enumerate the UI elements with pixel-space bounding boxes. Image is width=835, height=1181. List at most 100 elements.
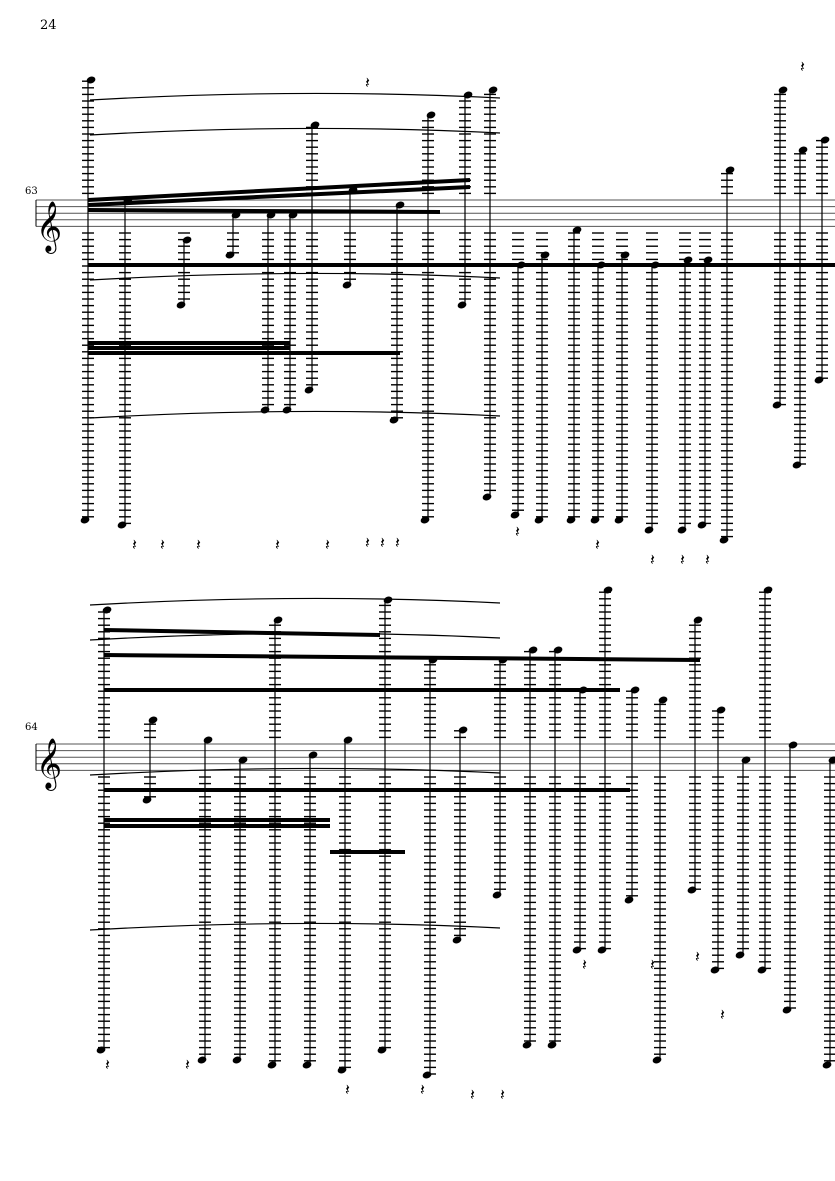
notehead bbox=[458, 726, 468, 734]
notehead bbox=[389, 416, 399, 424]
treble-clef: 𝄞 bbox=[36, 738, 62, 791]
rest-icon: 𝄽 bbox=[420, 1080, 425, 1099]
notehead bbox=[553, 646, 563, 654]
treble-clef: 𝄞 bbox=[36, 201, 62, 254]
notehead bbox=[710, 966, 720, 974]
notehead bbox=[383, 596, 393, 604]
notehead bbox=[624, 896, 634, 904]
rest-icon: 𝄽 bbox=[275, 535, 280, 554]
notehead bbox=[266, 211, 276, 219]
notehead bbox=[96, 1046, 106, 1054]
notehead bbox=[528, 646, 538, 654]
measure-number: 64 bbox=[25, 722, 38, 733]
notehead bbox=[304, 386, 314, 394]
notehead bbox=[282, 406, 292, 414]
notehead bbox=[620, 251, 630, 259]
notehead bbox=[763, 586, 773, 594]
notehead bbox=[677, 526, 687, 534]
slur bbox=[89, 632, 501, 641]
notehead bbox=[547, 1041, 557, 1049]
rest-icon: 𝄽 bbox=[705, 550, 710, 569]
notehead bbox=[798, 146, 808, 154]
rest-icon: 𝄽 bbox=[132, 535, 137, 554]
notehead bbox=[703, 256, 713, 264]
notehead bbox=[822, 1061, 832, 1069]
notehead bbox=[725, 166, 735, 174]
notehead bbox=[148, 716, 158, 724]
notehead bbox=[176, 301, 186, 309]
notehead bbox=[522, 1041, 532, 1049]
notehead bbox=[697, 521, 707, 529]
notehead bbox=[232, 1056, 242, 1064]
notehead bbox=[820, 136, 830, 144]
notehead bbox=[597, 946, 607, 954]
rest-icon: 𝄽 bbox=[470, 1085, 475, 1104]
notehead bbox=[288, 211, 298, 219]
notehead bbox=[590, 516, 600, 524]
page-number: 24 bbox=[40, 18, 57, 33]
rest-icon: 𝄽 bbox=[800, 57, 805, 76]
notehead bbox=[644, 526, 654, 534]
notehead bbox=[741, 756, 751, 764]
notehead bbox=[693, 616, 703, 624]
beam bbox=[87, 178, 471, 202]
notehead bbox=[463, 91, 473, 99]
notehead bbox=[238, 756, 248, 764]
rest-icon: 𝄽 bbox=[650, 550, 655, 569]
rest-icon: 𝄽 bbox=[365, 73, 370, 92]
notehead bbox=[197, 1056, 207, 1064]
notehead bbox=[566, 516, 576, 524]
rest-icon: 𝄽 bbox=[196, 535, 201, 554]
notehead bbox=[117, 521, 127, 529]
notehead bbox=[452, 936, 462, 944]
beam bbox=[103, 628, 381, 637]
notehead bbox=[683, 256, 693, 264]
notehead bbox=[719, 536, 729, 544]
rest-icon: 𝄽 bbox=[395, 533, 400, 552]
rest-icon: 𝄽 bbox=[720, 1005, 725, 1024]
notehead bbox=[492, 891, 502, 899]
notehead bbox=[534, 516, 544, 524]
measure-number: 63 bbox=[25, 186, 38, 197]
rest-icon: 𝄽 bbox=[680, 550, 685, 569]
notehead bbox=[540, 251, 550, 259]
notehead bbox=[102, 606, 112, 614]
slur bbox=[89, 92, 501, 101]
beam bbox=[87, 208, 441, 214]
notehead bbox=[735, 951, 745, 959]
rest-icon: 𝄽 bbox=[515, 522, 520, 541]
rest-icon: 𝄽 bbox=[650, 955, 655, 974]
notehead bbox=[652, 1056, 662, 1064]
slur bbox=[89, 272, 501, 281]
notehead bbox=[603, 586, 613, 594]
notehead bbox=[273, 616, 283, 624]
rest-icon: 𝄽 bbox=[695, 947, 700, 966]
slur bbox=[89, 597, 501, 606]
notehead bbox=[377, 1046, 387, 1054]
rest-icon: 𝄽 bbox=[500, 1085, 505, 1104]
slur bbox=[89, 410, 501, 419]
notehead bbox=[343, 736, 353, 744]
notehead bbox=[792, 461, 802, 469]
rest-icon: 𝄽 bbox=[185, 1055, 190, 1074]
notehead bbox=[828, 756, 835, 764]
notehead bbox=[788, 741, 798, 749]
notehead bbox=[772, 401, 782, 409]
notehead bbox=[457, 301, 467, 309]
notehead bbox=[778, 86, 788, 94]
notehead bbox=[716, 706, 726, 714]
rest-icon: 𝄽 bbox=[325, 535, 330, 554]
notehead bbox=[260, 406, 270, 414]
rest-icon: 𝄽 bbox=[595, 535, 600, 554]
notehead bbox=[658, 696, 668, 704]
rest-icon: 𝄽 bbox=[105, 1055, 110, 1074]
notehead bbox=[482, 493, 492, 501]
notehead bbox=[342, 281, 352, 289]
rest-icon: 𝄽 bbox=[380, 533, 385, 552]
notehead bbox=[420, 516, 430, 524]
notehead bbox=[310, 121, 320, 129]
beam bbox=[87, 185, 471, 207]
notehead bbox=[814, 376, 824, 384]
notehead bbox=[426, 111, 436, 119]
